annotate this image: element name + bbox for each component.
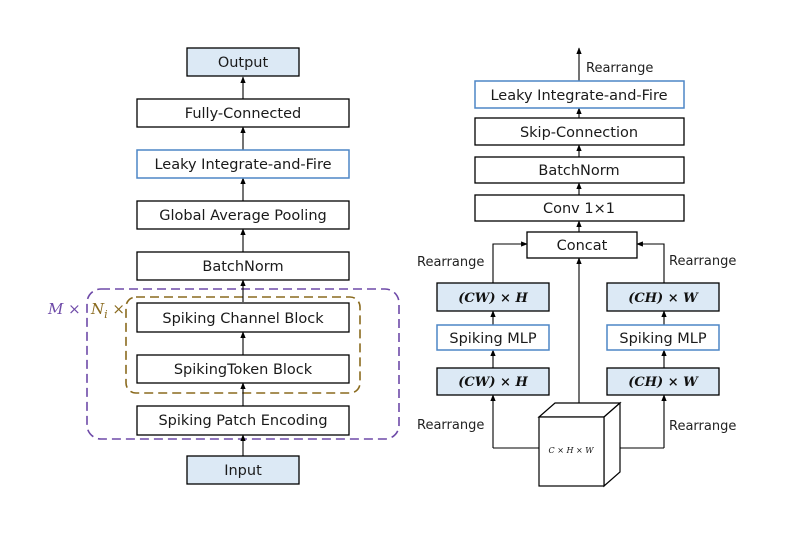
box-input: Input [186, 455, 300, 485]
box-cw-h-bottom: (CW) × H [436, 367, 550, 396]
box-spiking-channel-block: Spiking Channel Block [136, 302, 350, 333]
svg-text:Spiking Channel Block: Spiking Channel Block [162, 311, 324, 327]
svg-text:(CH) × W: (CH) × W [628, 375, 699, 390]
box-spiking-patch-encoding: Spiking Patch Encoding [136, 405, 350, 436]
svg-text:Leaky Integrate-and-Fire: Leaky Integrate-and-Fire [490, 88, 667, 104]
svg-text:(CW) × H: (CW) × H [458, 291, 528, 306]
box-batchnorm-left: BatchNorm [136, 251, 350, 281]
box-batchnorm-right: BatchNorm [474, 156, 685, 184]
label-rearrange-top: Rearrange [586, 61, 653, 76]
svg-text:(CH) × W: (CH) × W [628, 291, 699, 306]
cube-label: C × H × W [549, 446, 595, 455]
label-rearrange-lower-left: Rearrange [417, 418, 484, 433]
box-global-average-pooling: Global Average Pooling [136, 200, 350, 230]
svg-text:Input: Input [224, 463, 262, 479]
box-conv-1x1: Conv 1×1 [474, 194, 685, 222]
svg-text:BatchNorm: BatchNorm [202, 259, 283, 275]
box-lif-left: Leaky Integrate-and-Fire [136, 149, 350, 179]
box-spiking-mlp-left: Spiking MLP [436, 324, 550, 351]
svg-text:Fully-Connected: Fully-Connected [185, 106, 301, 122]
svg-text:Spiking Patch Encoding: Spiking Patch Encoding [158, 413, 327, 429]
box-spiking-token-block: SpikingToken Block [136, 354, 350, 384]
box-fully-connected: Fully-Connected [136, 98, 350, 128]
box-lif-right: Leaky Integrate-and-Fire [474, 80, 685, 109]
inner-repeat-label: Ni × [90, 300, 125, 321]
svg-text:Output: Output [218, 55, 269, 71]
svg-text:Spiking MLP: Spiking MLP [619, 331, 706, 347]
box-cw-h-top: (CW) × H [436, 282, 550, 312]
svg-text:Global Average Pooling: Global Average Pooling [159, 208, 326, 224]
label-rearrange-upper-right: Rearrange [669, 254, 736, 269]
box-skip-connection: Skip-Connection [474, 117, 685, 146]
box-output: Output [186, 47, 300, 77]
svg-text:Conv 1×1: Conv 1×1 [543, 201, 615, 217]
svg-text:(CW) × H: (CW) × H [458, 375, 528, 390]
svg-text:SpikingToken Block: SpikingToken Block [174, 362, 313, 378]
label-rearrange-lower-right: Rearrange [669, 419, 736, 434]
svg-text:Spiking MLP: Spiking MLP [449, 331, 536, 347]
label-rearrange-upper-left: Rearrange [417, 255, 484, 270]
box-ch-w-top: (CH) × W [606, 282, 720, 312]
box-ch-w-bottom: (CH) × W [606, 367, 720, 396]
svg-text:BatchNorm: BatchNorm [538, 163, 619, 179]
outer-repeat-label: M × [47, 300, 81, 318]
box-spiking-mlp-right: Spiking MLP [606, 324, 720, 351]
box-concat: Concat [526, 231, 638, 259]
svg-text:Concat: Concat [557, 238, 608, 254]
tensor-cube: C × H × W [537, 401, 622, 488]
svg-text:Skip-Connection: Skip-Connection [520, 125, 638, 141]
svg-text:Leaky Integrate-and-Fire: Leaky Integrate-and-Fire [154, 157, 331, 173]
